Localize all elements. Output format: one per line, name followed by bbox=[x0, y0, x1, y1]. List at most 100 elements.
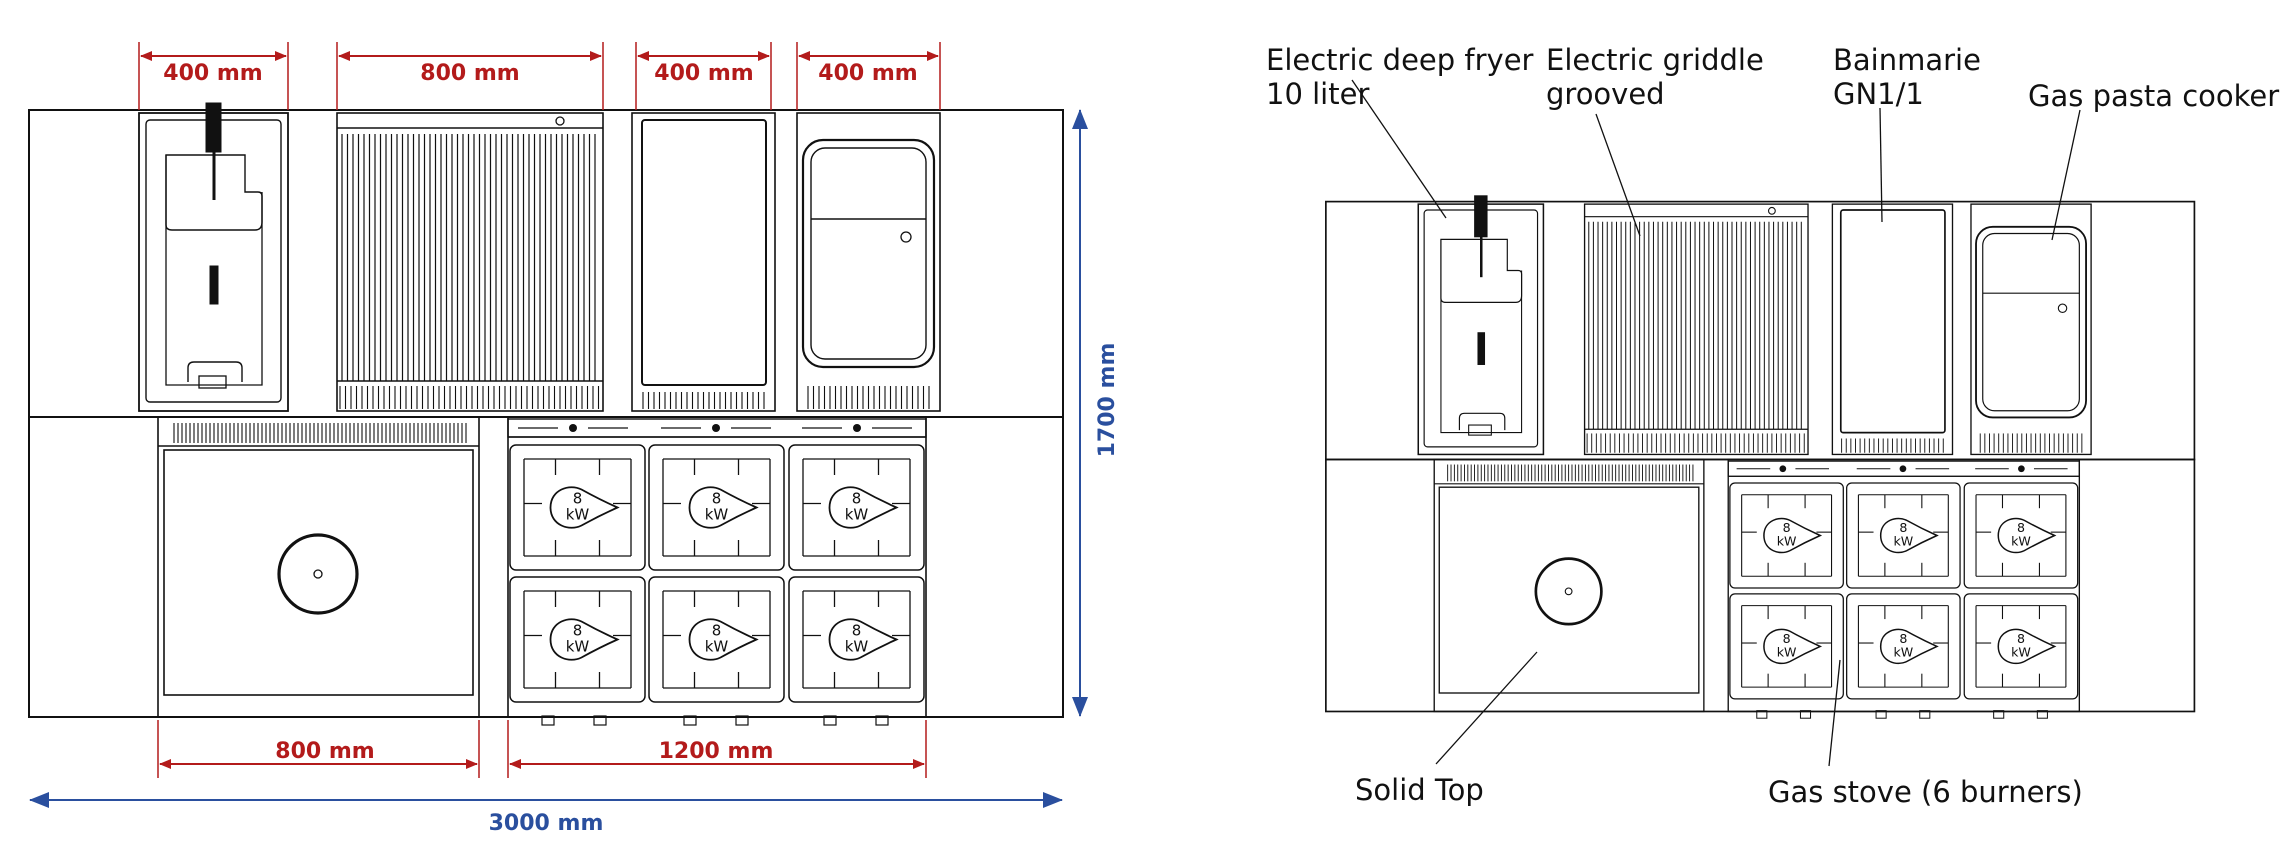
dimension-bottom-solid: 800 mm bbox=[157, 720, 480, 778]
burner-grate bbox=[788, 576, 925, 703]
burner-grate bbox=[1963, 482, 2079, 589]
label-fryer-line2: 10 liter bbox=[1266, 77, 1369, 111]
burner: 8kW bbox=[509, 444, 646, 571]
griddle-module bbox=[336, 112, 604, 412]
labels: Electric deep fryer 10 liter Electric gr… bbox=[1266, 43, 2279, 809]
burner-power-unit: kW bbox=[1893, 534, 1913, 549]
burner-flame bbox=[1997, 517, 2057, 554]
burner-grate bbox=[509, 444, 646, 571]
solid-top-plate bbox=[1438, 486, 1700, 694]
burner-flame bbox=[828, 618, 899, 661]
griddle-module bbox=[1583, 203, 1809, 456]
label-stove: Gas stove (6 burners) bbox=[1768, 775, 2083, 809]
burner-power-unit: kW bbox=[2011, 644, 2031, 659]
burner-flame bbox=[1763, 628, 1823, 665]
burner-power-unit: kW bbox=[845, 506, 869, 524]
gas-stove-knob bbox=[2018, 465, 2025, 473]
burner-flame bbox=[828, 486, 899, 529]
pasta-cooker-basin-outer bbox=[1975, 225, 2087, 419]
burner-grate bbox=[1846, 593, 1961, 700]
burner-grate bbox=[1729, 482, 1844, 589]
fryer-tank bbox=[165, 155, 263, 386]
burner-power-unit: kW bbox=[705, 638, 729, 656]
label-griddle-line2: grooved bbox=[1546, 77, 1665, 111]
burner-power-value: 8 bbox=[1899, 520, 1907, 535]
burner-grate bbox=[648, 444, 785, 571]
griddle-outer bbox=[336, 112, 604, 412]
burner-flame bbox=[549, 486, 620, 529]
dimension-label: 400 mm bbox=[654, 61, 753, 86]
dimension-label: 3000 mm bbox=[489, 811, 604, 836]
burner: 8kW bbox=[509, 576, 646, 703]
fryer-handle bbox=[1474, 195, 1488, 238]
gas-stove-outer bbox=[507, 416, 927, 718]
burner-flame bbox=[549, 618, 620, 661]
solid-top-ring bbox=[1534, 557, 1603, 626]
fryer-drain-tap bbox=[198, 375, 227, 389]
pasta-cooker-basin-inner bbox=[810, 147, 927, 360]
burner: 8kW bbox=[1963, 593, 2079, 700]
griddle-knob bbox=[1767, 206, 1776, 215]
solid-top-module bbox=[1433, 458, 1705, 713]
dimension-top-bainmarie: 400 mm bbox=[635, 42, 772, 110]
label-solid-top: Solid Top bbox=[1355, 773, 1484, 807]
label-bainmarie-line2: GN1/1 bbox=[1833, 77, 1924, 111]
gas-stove-knob bbox=[853, 424, 861, 432]
burner-power-value: 8 bbox=[1783, 520, 1791, 535]
gas-stove-foot bbox=[1875, 710, 1887, 719]
burner: 8kW bbox=[1846, 482, 1961, 589]
burner-grate bbox=[788, 444, 925, 571]
burner-power-unit: kW bbox=[1777, 534, 1797, 549]
burner-grate bbox=[509, 576, 646, 703]
gas-stove-foot bbox=[541, 715, 555, 726]
burner-power-unit: kW bbox=[705, 506, 729, 524]
bainmarie-module bbox=[1831, 203, 1954, 456]
dimension-label: 800 mm bbox=[420, 61, 519, 86]
burner: 8kW bbox=[648, 576, 785, 703]
burner-grate bbox=[648, 576, 785, 703]
burner-power-unit: kW bbox=[845, 638, 869, 656]
pasta-cooker-outer bbox=[1970, 203, 2092, 456]
burner-flame bbox=[688, 618, 759, 661]
dimension-label: 1700 mm bbox=[1095, 343, 1120, 458]
bainmarie-module bbox=[631, 112, 776, 412]
solid-top-outer bbox=[1433, 458, 1705, 713]
gas-stove-foot bbox=[593, 715, 607, 726]
burner-grate bbox=[1846, 482, 1961, 589]
bainmarie-gn-pan bbox=[1839, 209, 1946, 434]
dimension-top-griddle: 800 mm bbox=[336, 42, 604, 110]
burner-power-unit: kW bbox=[566, 638, 590, 656]
bainmarie-outer bbox=[1831, 203, 1954, 456]
burner: 8kW bbox=[648, 444, 785, 571]
pasta-cooker-basin-outer bbox=[801, 138, 936, 369]
label-pasta: Gas pasta cooker bbox=[2028, 79, 2279, 113]
griddle-outer bbox=[1583, 203, 1809, 456]
label-griddle-line1: Electric griddle bbox=[1546, 43, 1764, 77]
fryer-handle bbox=[205, 102, 222, 153]
gas-stove-knob bbox=[1779, 465, 1787, 473]
gas-stove-knob bbox=[569, 424, 577, 432]
dimension-label: 400 mm bbox=[163, 61, 262, 86]
pasta-cooker-tap bbox=[2057, 303, 2068, 314]
burner: 8kW bbox=[1729, 482, 1844, 589]
solid-top-ring bbox=[277, 533, 359, 615]
burner-power-value: 8 bbox=[573, 490, 583, 508]
front-row-frame bbox=[28, 416, 1064, 718]
pasta-cooker-outer bbox=[796, 112, 941, 412]
dimension-label: 800 mm bbox=[275, 739, 374, 764]
burner-power-value: 8 bbox=[852, 490, 862, 508]
gas-stove-foot bbox=[1756, 710, 1768, 719]
pasta-cooker-module bbox=[796, 112, 941, 412]
label-fryer-line1: Electric deep fryer bbox=[1266, 43, 1534, 77]
fryer-drain bbox=[187, 361, 243, 382]
fryer-drain-tap bbox=[1468, 424, 1492, 436]
gas-stove-foot bbox=[875, 715, 889, 726]
gas-stove-foot bbox=[735, 715, 749, 726]
burner-power-value: 8 bbox=[573, 622, 583, 640]
pasta-cooker-basin-inner bbox=[1982, 232, 2080, 412]
